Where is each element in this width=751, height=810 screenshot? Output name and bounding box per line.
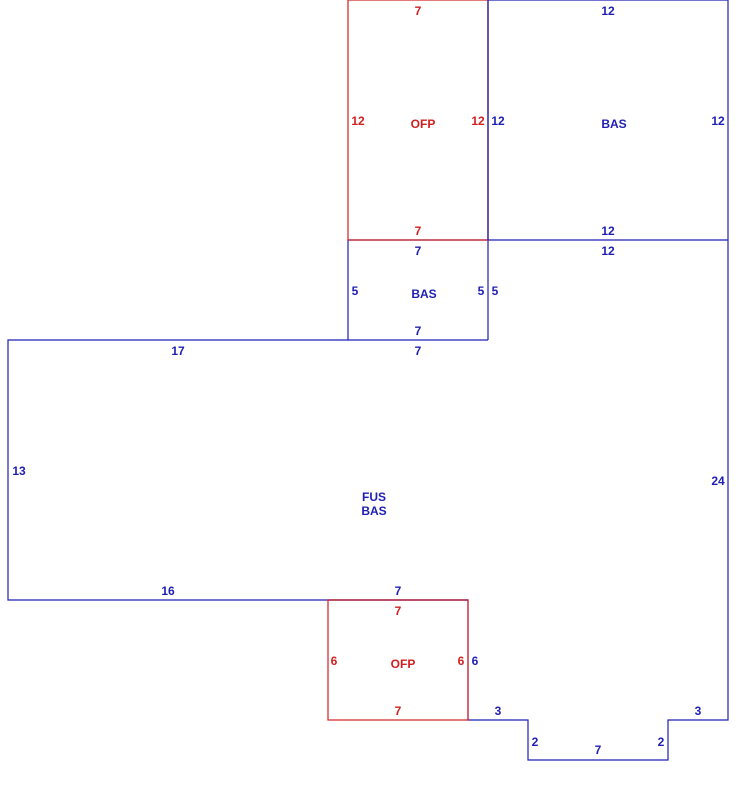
dim-step-right-v: 2	[658, 735, 665, 749]
dim-ofp-top-bottom: 7	[415, 224, 422, 238]
dim-main-left: 13	[12, 464, 26, 478]
dim-bas-tr-bottom: 12	[601, 224, 615, 238]
dim-ofp-top-left: 12	[351, 114, 365, 128]
dim-ofp-bot-bottom: 7	[395, 704, 402, 718]
area-label-bas-middle: BAS	[411, 287, 436, 301]
dim-step-right-h: 3	[695, 704, 702, 718]
area-label-ofp-bottom: OFP	[391, 657, 416, 671]
dim-main-top-mid: 7	[415, 344, 422, 358]
dim-bas-tr-right: 12	[711, 114, 725, 128]
dim-ofp-top-right: 12	[471, 114, 485, 128]
dim-bas-mid-bottom: 7	[415, 324, 422, 338]
dim-ofp-bot-right: 6	[458, 654, 465, 668]
dim-ofp-top-top: 7	[415, 4, 422, 18]
dim-ofp-bot-left: 6	[331, 654, 338, 668]
dim-bas-tr-top: 12	[601, 4, 615, 18]
dim-ofp-bot-right-outer: 6	[472, 654, 479, 668]
dim-bas-mid-right-outer: 5	[492, 284, 499, 298]
dim-bas-tr-left: 12	[491, 114, 505, 128]
dim-bas-mid-top: 7	[415, 244, 422, 258]
dim-bottom-base: 7	[595, 743, 602, 757]
area-label-fus: FUS	[362, 490, 386, 504]
area-label-bas-main: BAS	[361, 504, 386, 518]
area-label-bas-top-right: BAS	[601, 117, 626, 131]
dim-main-bottom-left: 16	[161, 584, 175, 598]
dim-bas-mid-left: 5	[352, 284, 359, 298]
dim-main-bottom-mid: 7	[395, 584, 402, 598]
dim-ofp-bot-top: 7	[395, 604, 402, 618]
area-label-ofp-top: OFP	[411, 117, 436, 131]
ofp-bottom-outline	[327, 599, 469, 721]
dim-step-left-v: 2	[532, 735, 539, 749]
dim-bas-mid-right: 5	[478, 284, 485, 298]
dim-main-top-right: 12	[601, 244, 615, 258]
dim-main-right: 24	[711, 474, 725, 488]
dim-main-top-left: 17	[171, 344, 185, 358]
bas-outline	[7, 0, 729, 761]
dim-step-left-h: 3	[495, 704, 502, 718]
